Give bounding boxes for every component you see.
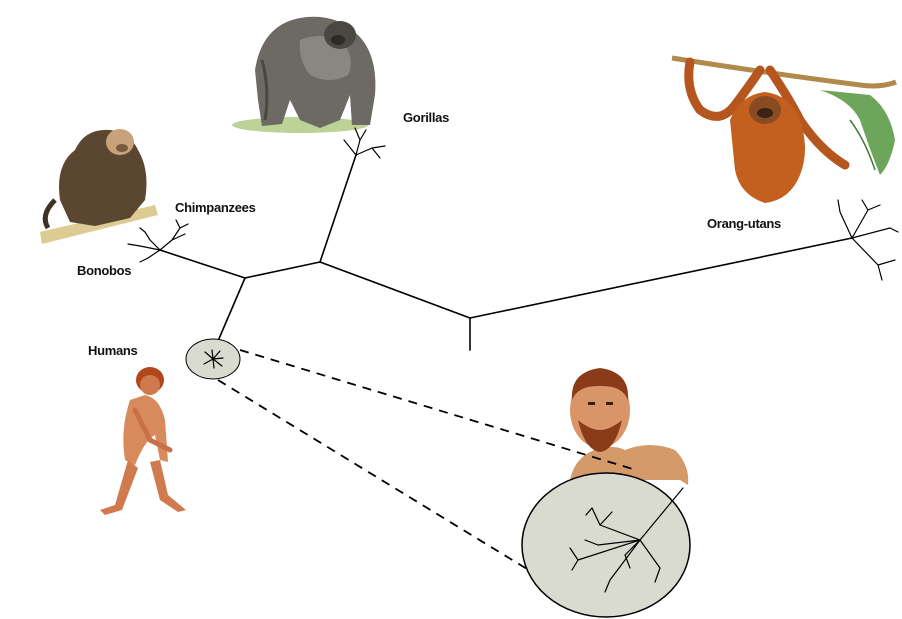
gorilla-twigs	[344, 128, 385, 158]
label-bonobos: Bonobos	[77, 263, 131, 278]
chimpanzee-illustration	[40, 129, 158, 244]
label-humans: Humans	[88, 343, 138, 358]
label-chimpanzees: Chimpanzees	[175, 200, 256, 215]
human-zoom-circle	[522, 473, 690, 617]
orangutan-twigs	[838, 200, 898, 280]
gorilla-illustration	[232, 17, 375, 133]
orangutan-illustration	[672, 58, 896, 203]
label-gorillas: Gorillas	[403, 110, 449, 125]
human-small-circle	[186, 339, 240, 379]
early-human-illustration	[100, 367, 186, 515]
label-orangutans: Orang-utans	[707, 216, 781, 231]
